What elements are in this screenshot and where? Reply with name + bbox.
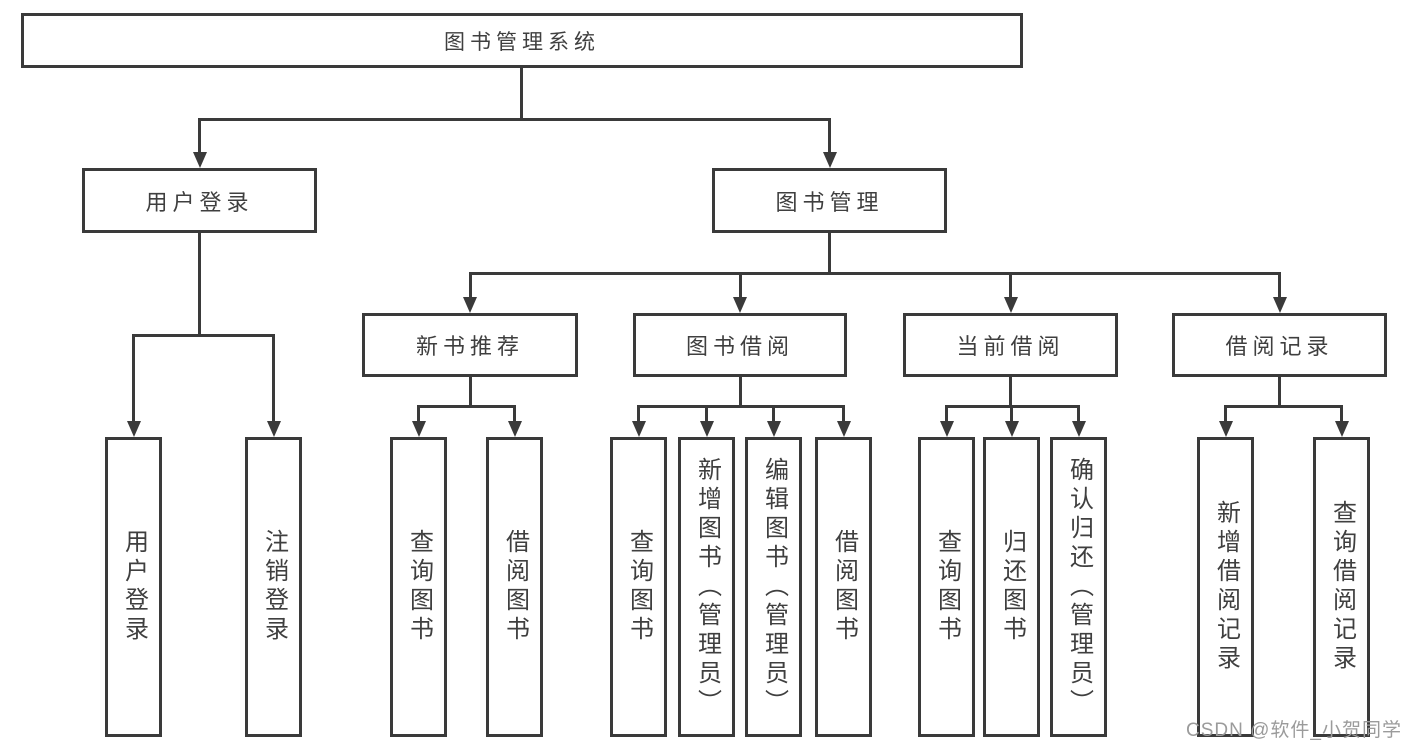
leaf-label: 查询图书 <box>933 529 961 645</box>
leaf-label: 借阅图书 <box>830 529 858 645</box>
arrow-down-icon <box>1003 297 1018 313</box>
leaf-label: 用户登录 <box>120 529 148 645</box>
leaf-query-borrow-record: 查询借阅记录 <box>1313 437 1370 737</box>
arrow-down-icon <box>631 421 646 437</box>
connector-line <box>1224 405 1343 408</box>
connector-line <box>1010 405 1013 422</box>
connector-line <box>417 405 420 422</box>
arrow-down-icon <box>463 297 477 313</box>
connector-line <box>738 377 742 408</box>
leaf-edit-book-admin: 编辑图书（管理员） <box>745 437 802 737</box>
leaf-label: 查询图书 <box>405 529 433 645</box>
arrow-down-icon <box>699 421 714 437</box>
leaf-label: 注销登录 <box>260 529 288 645</box>
arrow-down-icon <box>1071 421 1086 437</box>
connector-line <box>842 405 845 422</box>
leaf-label: 归还图书 <box>998 529 1026 645</box>
arrow-down-icon <box>1218 421 1233 437</box>
connector-line <box>417 405 516 408</box>
connector-line <box>468 272 472 297</box>
connector-line <box>132 334 275 337</box>
connector-line <box>1224 405 1227 422</box>
leaf-label: 新增图书（管理员） <box>693 456 721 718</box>
connector-line <box>637 405 640 422</box>
leaf-query-books-borrowing: 查询图书 <box>610 437 667 737</box>
arrow-down-icon <box>822 152 837 168</box>
leaf-add-book-admin: 新增图书（管理员） <box>678 437 735 737</box>
connector-line <box>513 405 516 422</box>
watermark: CSDN @软件_小贺同学 <box>1186 720 1402 741</box>
connector-line <box>519 68 523 120</box>
connector-line <box>198 118 831 121</box>
connector-line <box>468 377 472 408</box>
leaf-label: 确认归还（管理员） <box>1065 456 1093 718</box>
connector-line <box>1278 377 1281 408</box>
connector-line <box>705 405 708 422</box>
node-label: 当前借阅 <box>956 334 1065 359</box>
connector-line <box>1009 377 1012 408</box>
connector-line <box>1077 405 1080 422</box>
connector-line <box>198 118 201 153</box>
connector-line <box>1009 272 1012 297</box>
node-label: 图书管理 <box>775 189 884 215</box>
leaf-logout: 注销登录 <box>245 437 302 737</box>
leaf-return-book: 归还图书 <box>983 437 1040 737</box>
connector-line <box>828 118 831 153</box>
leaf-borrow-books-recommend: 借阅图书 <box>486 437 543 737</box>
node-label: 新书推荐 <box>415 334 524 359</box>
leaf-label: 借阅图书 <box>501 529 529 645</box>
connector-line <box>945 405 1080 408</box>
connector-line <box>828 233 831 275</box>
node-label: 用户登录 <box>145 189 254 215</box>
connector-line <box>198 233 201 337</box>
arrow-down-icon <box>939 421 954 437</box>
leaf-label: 查询借阅记录 <box>1328 500 1356 674</box>
node-label: 图书管理系统 <box>444 30 600 54</box>
connector-line <box>738 272 742 297</box>
arrow-down-icon <box>266 421 281 437</box>
leaf-label: 查询图书 <box>625 529 653 645</box>
connector-line <box>272 334 275 421</box>
arrow-down-icon <box>1272 297 1287 313</box>
connector-line <box>468 272 1281 275</box>
arrow-down-icon <box>126 421 141 437</box>
leaf-user-login: 用户登录 <box>105 437 162 737</box>
arrow-down-icon <box>1334 421 1349 437</box>
leaf-borrow-books-borrowing: 借阅图书 <box>815 437 872 737</box>
node-current-borrowing: 当前借阅 <box>903 313 1118 377</box>
node-new-book-recommendation: 新书推荐 <box>362 313 578 377</box>
arrow-down-icon <box>411 421 426 437</box>
connector-line <box>1278 272 1281 297</box>
connector-line <box>132 334 135 421</box>
leaf-query-books-current: 查询图书 <box>918 437 975 737</box>
node-library-management-system: 图书管理系统 <box>21 13 1023 68</box>
arrow-down-icon <box>192 152 207 168</box>
connector-line <box>945 405 948 422</box>
arrow-down-icon <box>733 297 747 313</box>
node-book-borrowing: 图书借阅 <box>633 313 847 377</box>
node-user-login: 用户登录 <box>82 168 317 233</box>
arrow-down-icon <box>1004 421 1019 437</box>
connector-line <box>637 405 845 408</box>
node-label: 图书借阅 <box>685 334 794 359</box>
node-borrowing-records: 借阅记录 <box>1172 313 1387 377</box>
arrow-down-icon <box>836 421 851 437</box>
connector-line <box>772 405 775 422</box>
leaf-confirm-return-admin: 确认归还（管理员） <box>1050 437 1107 737</box>
leaf-label: 新增借阅记录 <box>1212 500 1240 674</box>
node-book-management: 图书管理 <box>712 168 947 233</box>
connector-line <box>1340 405 1343 422</box>
arrow-down-icon <box>507 421 522 437</box>
arrow-down-icon <box>766 421 781 437</box>
leaf-add-borrow-record: 新增借阅记录 <box>1197 437 1254 737</box>
node-label: 借阅记录 <box>1225 334 1334 359</box>
leaf-label: 编辑图书（管理员） <box>760 456 788 718</box>
leaf-query-books-recommend: 查询图书 <box>390 437 447 737</box>
